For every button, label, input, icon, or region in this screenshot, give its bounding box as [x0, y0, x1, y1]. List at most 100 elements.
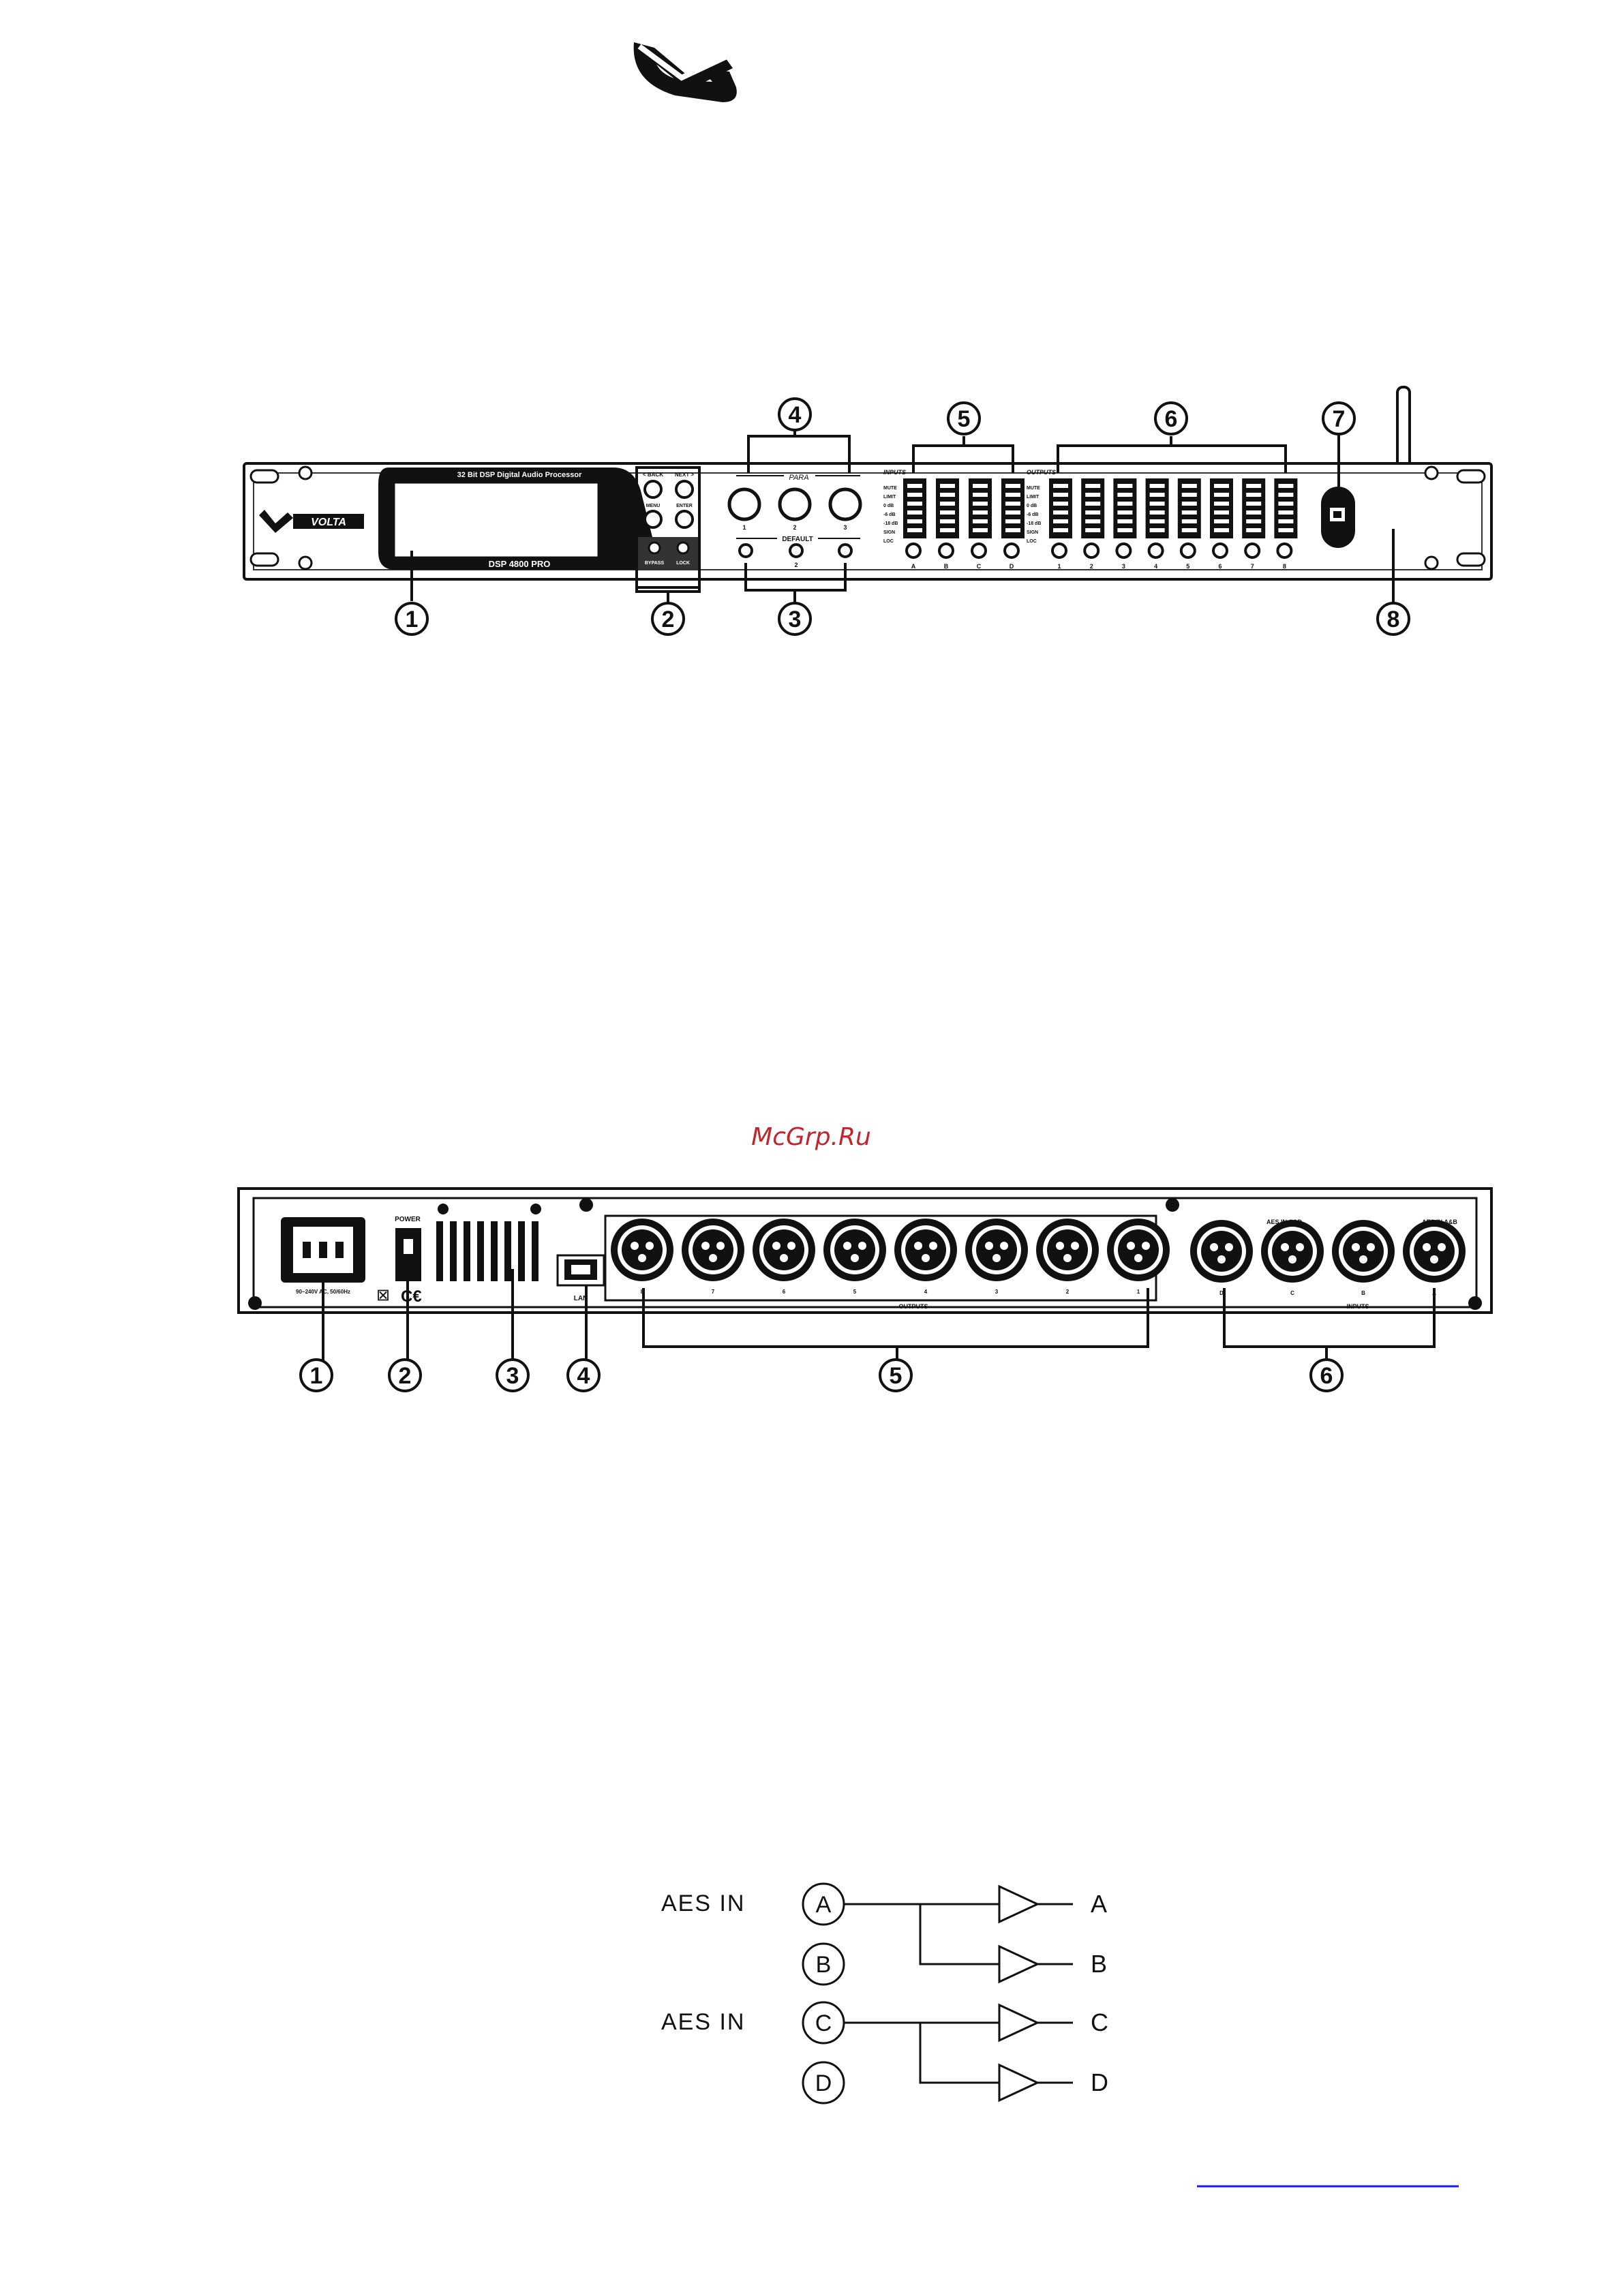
buffer-triangle — [998, 2063, 1040, 2102]
back-button[interactable] — [643, 480, 663, 499]
usb-port[interactable] — [1321, 487, 1355, 548]
para-knob-1[interactable] — [727, 487, 761, 521]
meter-segment — [1053, 528, 1068, 532]
bypass-label: BYPASS — [645, 561, 665, 566]
meter-segment — [1214, 493, 1229, 497]
meter-segment — [1005, 493, 1020, 497]
meter-segment — [1246, 502, 1262, 506]
meter-segment — [1149, 493, 1165, 497]
meter-segment — [1181, 493, 1197, 497]
menu-label: MENU — [646, 504, 661, 508]
input-mute-button[interactable] — [971, 542, 987, 559]
output-mute-button[interactable] — [1083, 542, 1100, 559]
output-xlr-number: 5 — [853, 1289, 857, 1295]
aes-in-label: AES IN — [661, 1891, 745, 1916]
meter-legend-item: -6 dB — [883, 512, 896, 517]
meter-segment — [1005, 519, 1020, 523]
meter-legend-item: MUTE — [883, 486, 897, 491]
lcd-display — [393, 481, 600, 559]
power-switch[interactable] — [395, 1228, 421, 1281]
front-header-text: 32 Bit DSP Digital Audio Processor — [457, 471, 582, 479]
meter-segment — [1117, 493, 1133, 497]
power-label: POWER — [395, 1216, 421, 1223]
lan-label: LAN — [574, 1295, 588, 1302]
next-button[interactable] — [675, 480, 694, 499]
output-mute-button[interactable] — [1276, 542, 1293, 559]
meter-segment — [1278, 519, 1294, 523]
meter-segment — [940, 510, 955, 515]
output-xlr-number: 2 — [1066, 1289, 1070, 1295]
para-label: PARA — [789, 474, 808, 482]
input-xlr-letter: C — [1290, 1290, 1294, 1296]
output-xlr-number: 7 — [712, 1289, 715, 1295]
weee-icon: ⊠ — [376, 1286, 390, 1304]
default-button-3[interactable] — [838, 543, 853, 558]
meter-segment — [1246, 493, 1262, 497]
meter-segment — [1005, 528, 1020, 532]
output-mute-button[interactable] — [1212, 542, 1228, 559]
meter-segment — [940, 502, 955, 506]
output-xlr-number: 4 — [924, 1289, 928, 1295]
lock-label: LOCK — [676, 561, 690, 566]
callout-number: 6 — [1320, 1363, 1333, 1389]
menu-button[interactable] — [643, 510, 663, 529]
output-channel-label: 7 — [1251, 563, 1254, 570]
meter-segment — [1149, 502, 1165, 506]
callout-circle — [778, 602, 812, 636]
output-channel-label: 3 — [1122, 563, 1125, 570]
aes-cd-label: AES IN C&D — [1266, 1219, 1303, 1225]
default-button-1[interactable] — [738, 543, 753, 558]
meter-segment — [1246, 528, 1262, 532]
aes-output-letter: B — [1091, 1950, 1107, 1978]
output-mute-button[interactable] — [1179, 542, 1196, 559]
vent-slot — [518, 1221, 525, 1281]
callout-number: 7 — [1333, 406, 1346, 432]
output-xlr-number: 6 — [783, 1289, 786, 1295]
meter-segment — [973, 502, 988, 506]
meter-segment — [1278, 528, 1294, 532]
meter-segment — [1117, 528, 1133, 532]
meter-segment — [1181, 502, 1197, 506]
input-channel-label: C — [977, 563, 982, 570]
back-label: < BACK — [643, 472, 663, 478]
meter-segment — [973, 484, 988, 488]
meter-legend-item: SIGN — [1027, 530, 1038, 535]
input-channel-label: D — [1010, 563, 1014, 570]
meter-legend-item: LOC — [883, 539, 894, 544]
callout-circle — [778, 397, 812, 431]
vent-slot — [491, 1221, 498, 1281]
output-mute-button[interactable] — [1051, 542, 1067, 559]
watermark-text: McGrp.Ru — [751, 1123, 871, 1151]
output-channel-label: 8 — [1283, 563, 1286, 570]
input-mute-button[interactable] — [938, 542, 954, 559]
callout-circle — [299, 1358, 333, 1392]
vent-slot — [504, 1221, 511, 1281]
aes-output-letter: C — [1091, 2008, 1108, 2036]
meter-segment — [1214, 519, 1229, 523]
meter-segment — [940, 519, 955, 523]
input-channel-label: A — [911, 563, 916, 570]
output-mute-button[interactable] — [1115, 542, 1132, 559]
input-mute-button[interactable] — [905, 542, 922, 559]
input-mute-button[interactable] — [1003, 542, 1020, 559]
callout-number: 2 — [399, 1363, 412, 1389]
callout-number: 6 — [1165, 406, 1178, 432]
meter-segment — [973, 510, 988, 515]
meter-legend-item: LIMIT — [1027, 495, 1040, 500]
enter-button[interactable] — [675, 510, 694, 529]
input-xlr-letter: B — [1361, 1290, 1365, 1296]
callout-circle — [1322, 401, 1356, 435]
output-mute-button[interactable] — [1244, 542, 1261, 559]
power-inlet[interactable] — [281, 1217, 365, 1283]
default-button-2[interactable] — [789, 543, 804, 558]
output-mute-button[interactable] — [1147, 542, 1164, 559]
output-channel-label: 2 — [1090, 563, 1093, 570]
ce-mark-icon: C€ — [401, 1287, 422, 1306]
lan-port[interactable] — [556, 1254, 605, 1287]
bypass-led — [648, 541, 661, 555]
meter-segment — [1117, 484, 1133, 488]
para-knob-3[interactable] — [828, 487, 862, 521]
aes-output-letter: D — [1091, 2068, 1108, 2096]
para-knob-2[interactable] — [778, 487, 812, 521]
